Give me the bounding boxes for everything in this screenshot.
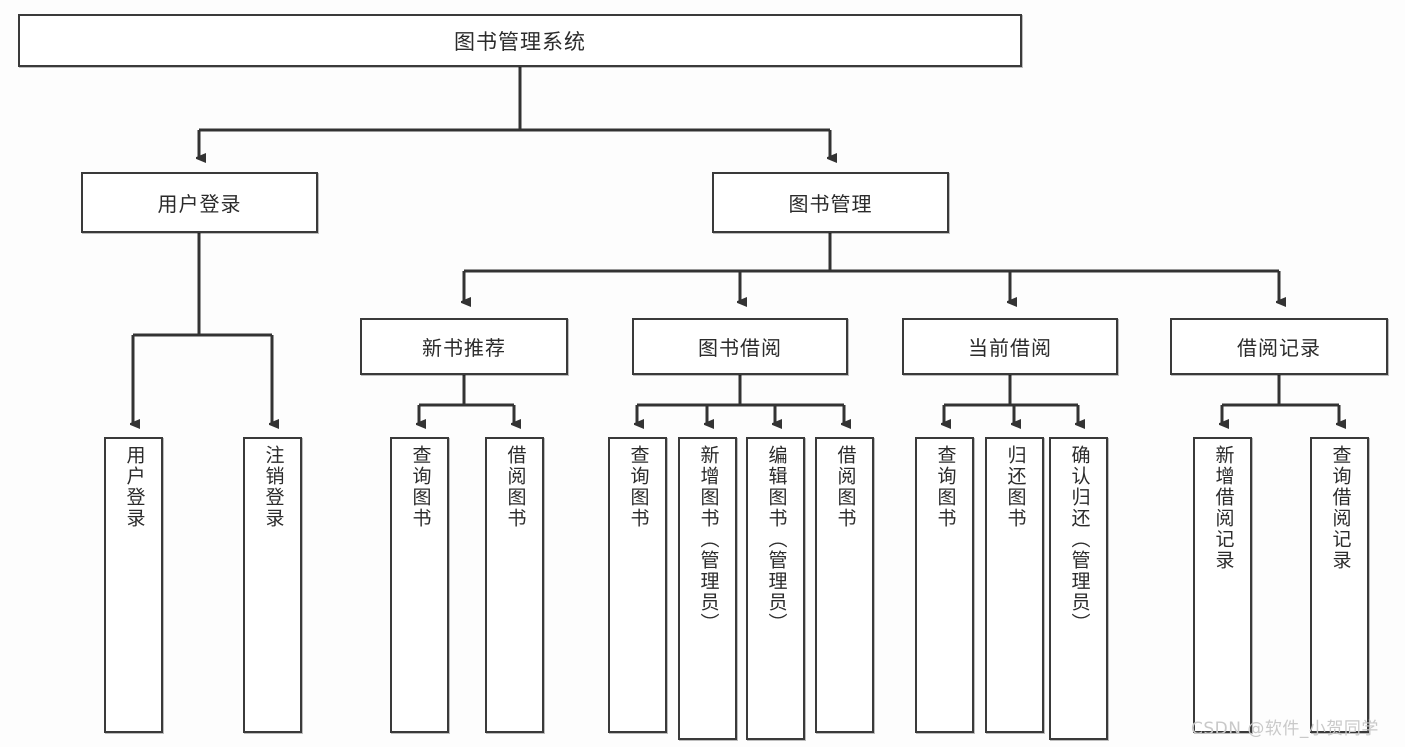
node-borrow-records[interactable]: 借阅记录 [1170,318,1388,375]
node-user-login-label: 用户登录 [157,192,242,216]
node-book-management[interactable]: 图书管理 [712,172,949,233]
leaf-borrow-book-label: 借阅图书 [834,445,857,529]
leaf-query-book-borrow-label: 查询图书 [627,445,650,529]
leaf-query-book-recommend-label: 查询图书 [409,445,432,529]
leaf-query-borrow-record[interactable]: 查询借阅记录 [1310,437,1369,733]
node-borrow-records-label: 借阅记录 [1237,336,1321,360]
leaf-query-borrow-record-label: 查询借阅记录 [1329,445,1352,571]
leaf-return-book[interactable]: 归还图书 [985,437,1044,733]
leaf-borrow-book-recommend[interactable]: 借阅图书 [485,437,544,733]
leaf-confirm-return-admin-label: 确认归还（管理员） [1068,445,1091,634]
node-user-login[interactable]: 用户登录 [81,172,318,233]
node-book-borrow[interactable]: 图书借阅 [632,318,848,375]
leaf-return-book-label: 归还图书 [1004,445,1027,529]
leaf-add-borrow-record-label: 新增借阅记录 [1212,445,1235,571]
leaf-query-book-recommend[interactable]: 查询图书 [390,437,449,733]
leaf-user-login[interactable]: 用户登录 [104,437,163,733]
node-new-book-recommend[interactable]: 新书推荐 [360,318,568,375]
node-root-label: 图书管理系统 [454,29,586,54]
node-book-management-label: 图书管理 [788,192,873,216]
node-new-book-recommend-label: 新书推荐 [422,336,506,360]
node-current-borrow[interactable]: 当前借阅 [902,318,1118,375]
leaf-borrow-book-recommend-label: 借阅图书 [504,445,527,529]
leaf-query-book-current-label: 查询图书 [934,445,957,529]
node-root[interactable]: 图书管理系统 [18,14,1022,67]
leaf-query-book-current[interactable]: 查询图书 [915,437,974,733]
leaf-edit-book-admin-label: 编辑图书（管理员） [765,445,788,634]
leaf-logout-label: 注销登录 [262,445,285,529]
leaf-add-book-admin-label: 新增图书（管理员） [697,445,720,634]
leaf-logout[interactable]: 注销登录 [243,437,302,733]
node-current-borrow-label: 当前借阅 [968,336,1052,360]
leaf-borrow-book[interactable]: 借阅图书 [815,437,874,733]
leaf-user-login-label: 用户登录 [123,445,146,529]
leaf-query-book-borrow[interactable]: 查询图书 [608,437,667,733]
leaf-confirm-return-admin[interactable]: 确认归还（管理员） [1049,437,1108,740]
node-book-borrow-label: 图书借阅 [698,336,782,360]
leaf-add-borrow-record[interactable]: 新增借阅记录 [1193,437,1252,733]
leaf-add-book-admin[interactable]: 新增图书（管理员） [678,437,737,740]
leaf-edit-book-admin[interactable]: 编辑图书（管理员） [746,437,805,740]
watermark: CSDN @软件_小贺同学 [1191,719,1379,739]
